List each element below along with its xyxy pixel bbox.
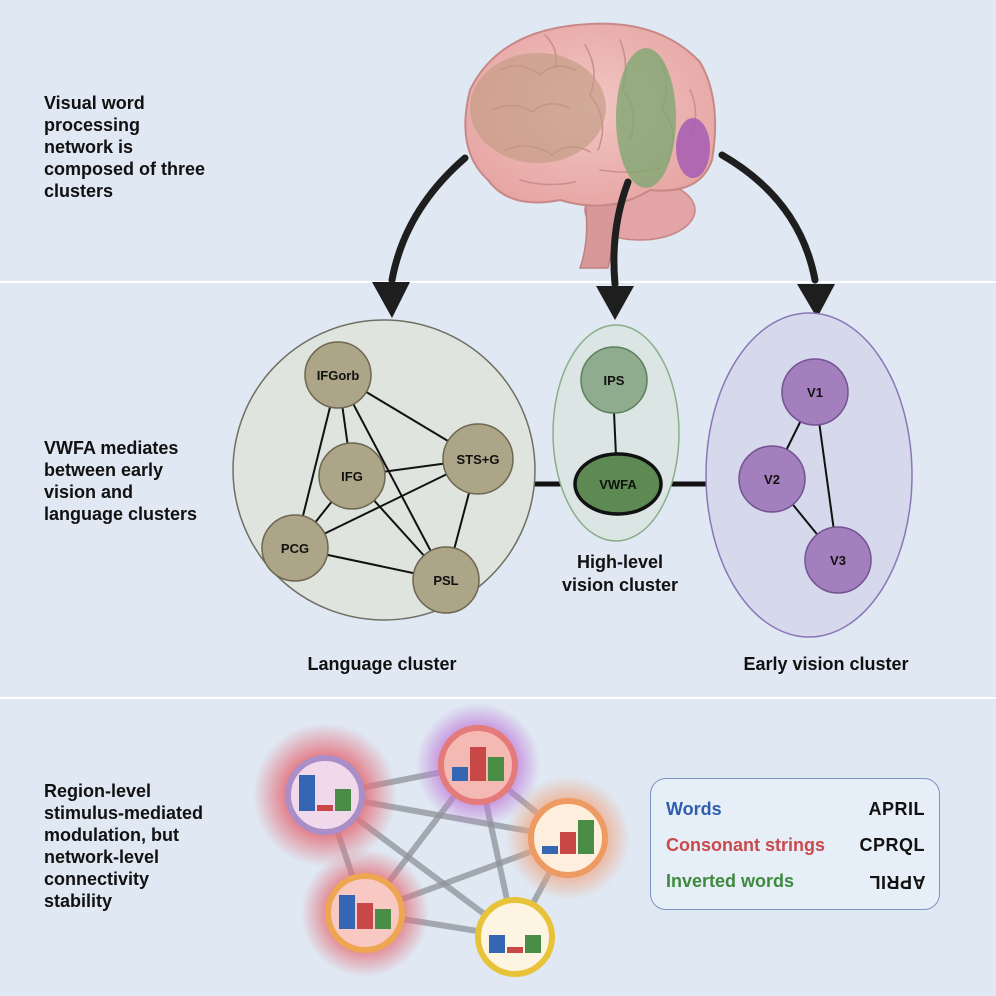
top-section-text: Visual word processing network is compos… xyxy=(44,92,205,202)
middle-text-line: VWFA mediates xyxy=(44,438,179,458)
node-pcg: PCG xyxy=(261,514,329,582)
stimulus-network xyxy=(253,703,630,977)
network-node-circle xyxy=(475,897,555,977)
legend-row-inverted: Inverted words APRIL xyxy=(666,871,925,897)
node-psl: PSL xyxy=(412,546,480,614)
early-vision-cluster-caption: Early vision cluster xyxy=(743,654,908,674)
legend-row-words: Words APRIL xyxy=(666,799,925,825)
network-node xyxy=(475,897,555,977)
network-node-bar xyxy=(507,947,523,953)
network-node-bar xyxy=(488,757,504,781)
node-psl-label: PSL xyxy=(433,573,458,588)
legend-consonant-example: CPRQL xyxy=(859,835,925,855)
middle-text-line: between early xyxy=(44,460,164,480)
brain-illustration xyxy=(464,22,717,269)
network-node xyxy=(416,703,540,827)
node-vwfa-label: VWFA xyxy=(599,477,637,492)
bottom-text-line: modulation, but xyxy=(44,825,179,845)
bottom-text-line: network-level xyxy=(44,847,160,867)
early-vision-cluster: V1 V2 V3 xyxy=(705,312,913,638)
node-sts-g-label: STS+G xyxy=(457,452,500,467)
network-node-bar xyxy=(357,903,373,929)
network-node-bar xyxy=(452,767,468,781)
middle-text-line: language clusters xyxy=(44,504,198,524)
node-v3-label: V3 xyxy=(830,553,846,568)
bottom-text-line: stimulus-mediated xyxy=(44,803,204,823)
bottom-text-line: connectivity xyxy=(44,869,150,889)
network-node-bar xyxy=(375,909,391,929)
early-vision-region-overlay xyxy=(676,118,710,178)
node-v2: V2 xyxy=(738,445,806,513)
node-pcg-label: PCG xyxy=(281,541,309,556)
node-ifg: IFG xyxy=(318,442,386,510)
network-node xyxy=(253,723,397,867)
legend-inverted-label: Inverted words xyxy=(666,871,795,891)
network-node-bar xyxy=(335,789,351,811)
network-node-bar xyxy=(489,935,505,953)
top-text-line: clusters xyxy=(44,181,114,201)
network-node xyxy=(506,776,630,900)
top-text-line: Visual word xyxy=(44,93,145,113)
network-node-bar xyxy=(542,846,558,854)
legend-row-consonant: Consonant strings CPRQL xyxy=(666,835,925,861)
high-level-cluster: IPS VWFA xyxy=(552,324,680,542)
arrow-head-early-vision xyxy=(797,284,835,318)
node-v2-label: V2 xyxy=(764,472,780,487)
node-ips: IPS xyxy=(580,346,648,414)
node-ifg-label: IFG xyxy=(341,469,363,484)
top-text-line: composed of three xyxy=(44,159,206,179)
node-sts-g: STS+G xyxy=(442,423,514,495)
legend-inverted-example: APRIL xyxy=(869,871,926,892)
node-ips-label: IPS xyxy=(604,373,625,388)
stimulus-legend: Words APRIL Consonant strings CPRQL Inve… xyxy=(650,778,940,910)
top-text-line: processing xyxy=(44,115,141,135)
arrow-head-high-level xyxy=(596,286,634,320)
network-node-bar xyxy=(299,775,315,811)
legend-consonant-label: Consonant strings xyxy=(666,835,826,855)
language-cluster-caption: Language cluster xyxy=(307,654,456,674)
node-ifgorb: IFGorb xyxy=(304,341,372,409)
bottom-text-line: Region-level xyxy=(44,781,152,801)
language-region-overlay xyxy=(470,53,606,163)
legend-words-label: Words xyxy=(666,799,722,819)
node-v3: V3 xyxy=(804,526,872,594)
network-node-bar xyxy=(470,747,486,781)
middle-text-line: vision and xyxy=(44,482,134,502)
network-node-bar xyxy=(525,935,541,953)
arrow-head-language xyxy=(372,282,410,318)
network-node-bar xyxy=(339,895,355,929)
high-level-caption-line-1: High-level xyxy=(577,552,663,572)
high-level-region-overlay xyxy=(616,48,676,188)
node-ifgorb-label: IFGorb xyxy=(317,368,360,383)
network-node-bar xyxy=(578,820,594,854)
arrows xyxy=(372,151,835,320)
legend-words-example: APRIL xyxy=(868,799,925,819)
network-nodes xyxy=(253,703,630,977)
legend-inverted-example-text: APRIL xyxy=(868,872,926,892)
bottom-text-line: stability xyxy=(44,891,113,911)
language-cluster: IFGorb IFG STS+G PCG PSL xyxy=(232,319,536,621)
top-text-line: network is xyxy=(44,137,134,157)
network-node xyxy=(301,849,429,977)
node-v1: V1 xyxy=(781,358,849,426)
high-level-caption-line-2: vision cluster xyxy=(562,575,678,595)
node-vwfa: VWFA xyxy=(573,452,663,516)
network-node-bar xyxy=(560,832,576,854)
network-node-bar xyxy=(317,805,333,811)
middle-section-text: VWFA mediates between early vision and l… xyxy=(44,437,197,525)
bottom-section-text: Region-level stimulus-mediated modulatio… xyxy=(44,780,203,912)
node-v1-label: V1 xyxy=(807,385,823,400)
